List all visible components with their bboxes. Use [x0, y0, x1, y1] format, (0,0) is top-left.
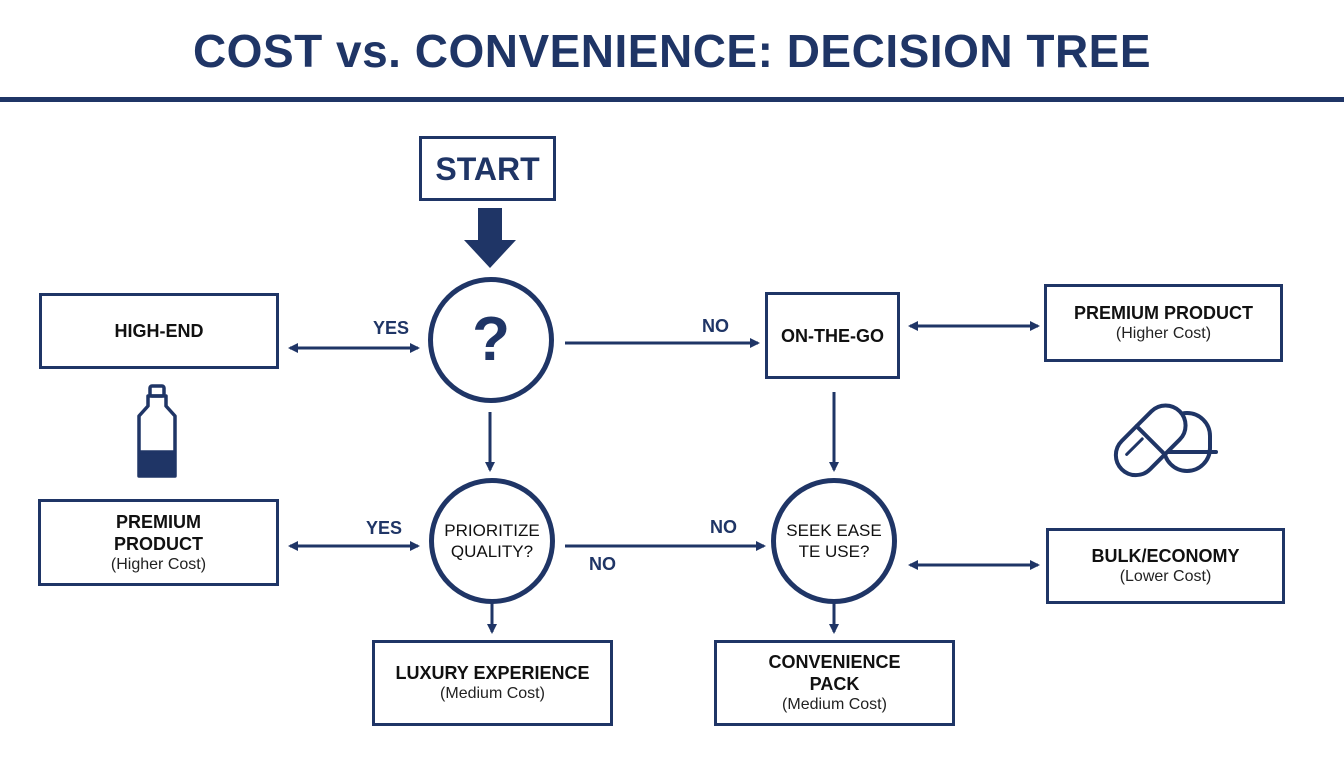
prioritize-quality-line2: QUALITY?	[450, 542, 534, 561]
start-label: START	[435, 150, 540, 187]
luxury-experience-title: LUXURY EXPERIENCE	[395, 663, 590, 683]
down-arrow-icon	[464, 208, 516, 268]
on-the-go-label: ON-THE-GO	[781, 325, 884, 346]
seek-ease-line2: TE USE?	[798, 542, 870, 561]
seek-ease-node: SEEK EASE TE USE?	[771, 478, 897, 604]
bulk-economy-node: BULK/ECONOMY (Lower Cost)	[1046, 528, 1285, 604]
premium-product-left-title-line2: PRODUCT	[114, 533, 203, 554]
high-end-node: HIGH-END	[39, 293, 279, 369]
high-end-label: HIGH-END	[114, 321, 204, 341]
edge-label-quality-yes: YES	[366, 518, 403, 538]
edge-label-root-no: NO	[702, 316, 729, 336]
premium-product-left-cost: (Higher Cost)	[110, 555, 207, 573]
convenience-pack-title-line1: CONVENIENCE	[768, 652, 901, 672]
prioritize-quality-node: PRIORITIZE QUALITY?	[429, 478, 555, 604]
premium-product-right-title: PREMIUM PRODUCT	[1074, 303, 1253, 323]
prioritize-quality-line1: PRIORITIZE	[444, 521, 540, 540]
on-the-go-node: ON-THE-GO	[765, 292, 900, 379]
convenience-pack-cost: (Medium Cost)	[782, 696, 887, 713]
bulk-economy-cost: (Lower Cost)	[1119, 568, 1212, 585]
convenience-pack-title-line2: PACK	[809, 674, 860, 694]
question-mark: ?	[472, 305, 510, 374]
premium-product-right-cost: (Higher Cost)	[1115, 325, 1212, 342]
start-node: START	[419, 136, 556, 201]
capsule-pills-icon	[1113, 403, 1218, 478]
premium-product-right-node: PREMIUM PRODUCT (Higher Cost)	[1044, 284, 1283, 362]
edge-label-root-yes: YES	[373, 318, 410, 338]
convenience-pack-node: CONVENIENCE PACK (Medium Cost)	[714, 640, 955, 726]
edge-label-quality-no-bottom: NO	[589, 554, 616, 574]
seek-ease-line1: SEEK EASE	[786, 521, 882, 540]
luxury-experience-node: LUXURY EXPERIENCE (Medium Cost)	[372, 640, 613, 726]
premium-product-left-node: PREMIUM PRODUCT (Higher Cost)	[38, 499, 279, 586]
title-divider	[0, 97, 1344, 102]
bulk-economy-title: BULK/ECONOMY	[1091, 546, 1240, 566]
edge-label-quality-no-top: NO	[710, 517, 737, 537]
page-title: COST vs. CONVENIENCE: DECISION TREE	[192, 25, 1152, 77]
premium-product-left-title-line1: PREMIUM	[116, 511, 201, 532]
bottle-icon	[137, 384, 177, 478]
root-question-node: ?	[428, 277, 554, 403]
luxury-experience-cost: (Medium Cost)	[440, 685, 545, 702]
